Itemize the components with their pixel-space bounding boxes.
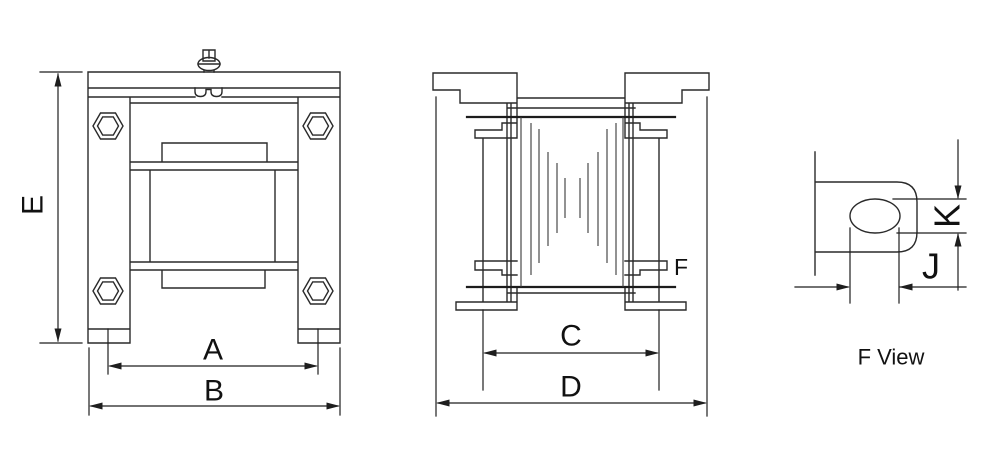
detail-view-caption: F View (858, 345, 925, 370)
lug-body (814, 151, 918, 276)
clamp-notch (194, 87, 223, 98)
coil-winding-hatch (520, 117, 624, 287)
core-yoke-lines (465, 115, 677, 289)
detail-ref-label-f: F (674, 254, 688, 280)
hex-bolt-icon (92, 277, 124, 305)
dim-label-e: E (17, 195, 50, 215)
f-view-detail: K J F View (794, 139, 968, 370)
front-view: E A B (17, 49, 341, 416)
hex-bolt-icon (92, 112, 124, 140)
hex-bolt-icon (302, 112, 334, 140)
detail-dimension-lines (794, 139, 967, 304)
side-view: C D F (432, 72, 710, 417)
front-body-outline (87, 71, 341, 344)
dim-label-d: D (560, 371, 582, 404)
hex-bolt-icon (302, 277, 334, 305)
side-extension-lines (435, 96, 708, 417)
dim-label-b: B (204, 375, 224, 408)
dim-label-j: J (922, 246, 940, 287)
dim-label-c: C (560, 320, 582, 353)
terminal-stud-icon (197, 49, 221, 73)
dim-label-k: K (927, 204, 968, 228)
side-body-outline (432, 72, 710, 311)
lug-hole (849, 198, 901, 234)
dimension-arrowheads (54, 73, 340, 410)
dim-label-a: A (203, 334, 223, 367)
stud-head (202, 49, 216, 73)
front-extension-lines (39, 71, 341, 416)
